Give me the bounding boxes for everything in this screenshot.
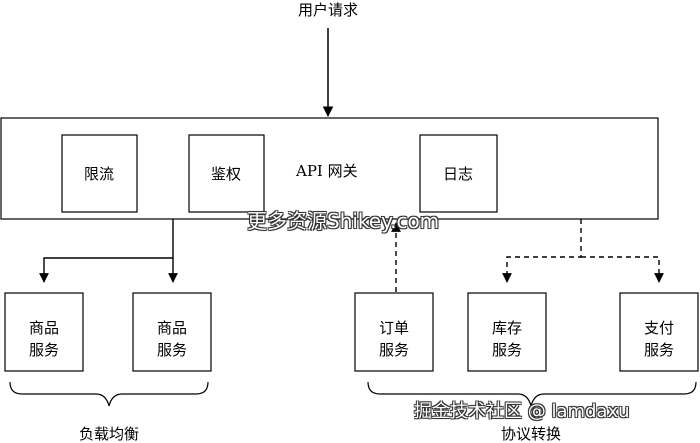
watermark-top: 更多资源Shikey.com bbox=[247, 209, 440, 233]
watermark-bottom: 掘金技术社区 @ lamdaxu bbox=[414, 401, 630, 422]
order-service-box bbox=[354, 292, 434, 372]
inventory-service-line2: 服务 bbox=[491, 340, 523, 359]
logging-box bbox=[419, 134, 498, 213]
product-service-1-line2: 服务 bbox=[28, 340, 60, 359]
load-balancing-label: 负载均衡 bbox=[78, 425, 140, 443]
logging-label: 日志 bbox=[442, 165, 474, 183]
protocol-conversion-label: 协议转换 bbox=[500, 425, 562, 443]
protocol-conversion-brace bbox=[367, 381, 697, 407]
inventory-service-box bbox=[467, 292, 547, 372]
product-service-2-line1: 商品 bbox=[156, 319, 188, 337]
product-service-1-line1: 商品 bbox=[28, 319, 60, 337]
order-service-line1: 订单 bbox=[378, 319, 410, 337]
product-service-1-label: 商品 服务 bbox=[29, 318, 59, 362]
inventory-service-line1: 库存 bbox=[491, 319, 523, 337]
protocol-conversion-arrows bbox=[502, 219, 664, 283]
order-service-label: 订单 服务 bbox=[379, 318, 409, 362]
user-request-label: 用户请求 bbox=[297, 1, 359, 19]
payment-service-box bbox=[619, 292, 699, 372]
load-balancing-arrows bbox=[39, 219, 178, 283]
rate-limit-box bbox=[61, 134, 138, 213]
gateway-box bbox=[0, 117, 659, 220]
payment-service-line1: 支付 bbox=[643, 319, 675, 337]
payment-service-line2: 服务 bbox=[643, 340, 675, 359]
product-service-1-box bbox=[4, 292, 84, 372]
auth-box bbox=[188, 134, 265, 213]
gateway-label: API 网关 bbox=[296, 162, 358, 180]
auth-label: 鉴权 bbox=[210, 165, 242, 183]
load-balancing-brace bbox=[9, 381, 209, 407]
product-service-2-box bbox=[132, 292, 212, 372]
product-service-2-label: 商品 服务 bbox=[157, 318, 187, 362]
rate-limit-label: 限流 bbox=[83, 165, 115, 183]
product-service-2-line2: 服务 bbox=[156, 340, 188, 359]
order-service-line2: 服务 bbox=[378, 340, 410, 359]
inventory-service-label: 库存 服务 bbox=[492, 318, 522, 362]
payment-service-label: 支付 服务 bbox=[644, 318, 674, 362]
